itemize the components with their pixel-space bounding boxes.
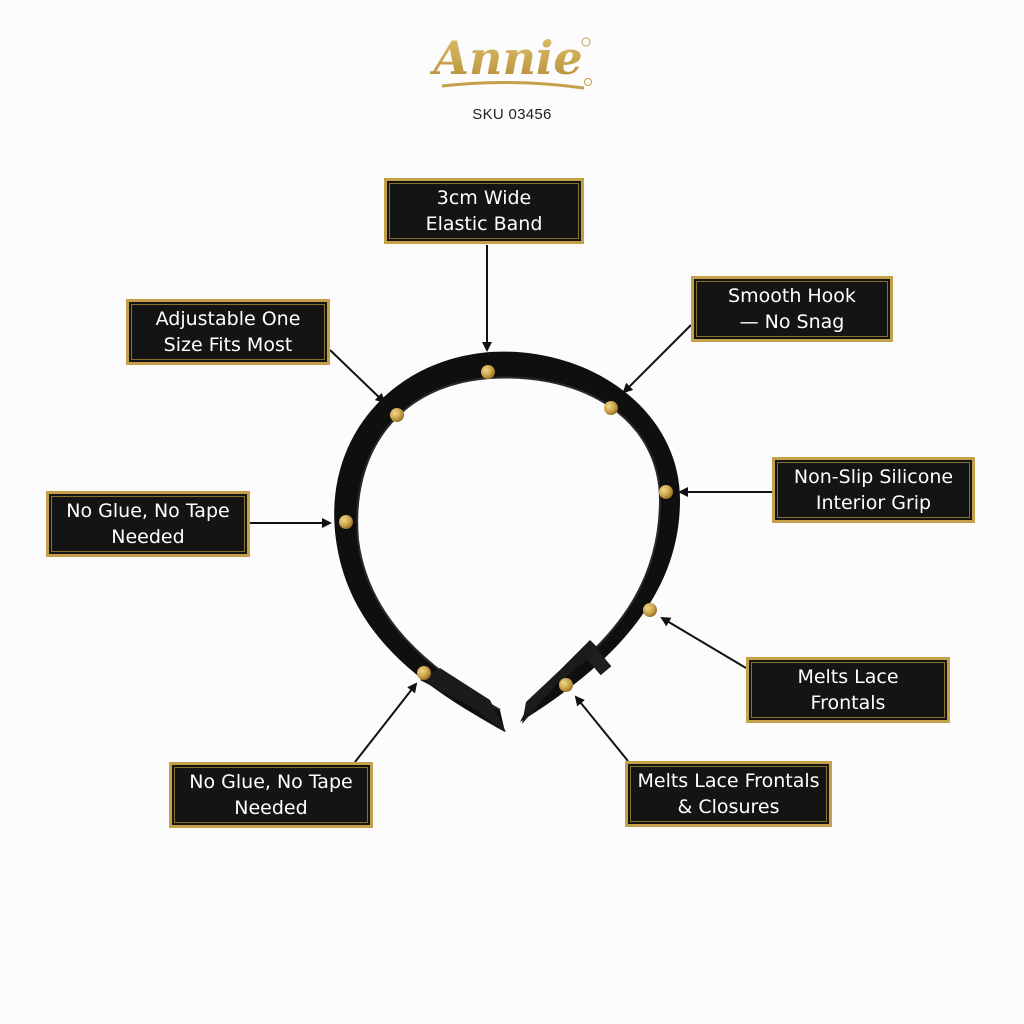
callout-melts-frontals-closures: Melts Lace Frontals & Closures	[625, 761, 832, 827]
callout-text: Non-Slip Silicone Interior Grip	[793, 466, 954, 514]
studs	[339, 365, 673, 692]
arrows	[250, 245, 772, 763]
arrow-icon	[354, 682, 418, 763]
gold-stud-icon	[339, 515, 353, 529]
callout-melts-lace-frontals: Melts Lace Frontals	[746, 657, 950, 723]
callout-smooth-hook: Smooth Hook — No Snag	[691, 276, 893, 342]
arrow-icon	[622, 324, 692, 394]
right-end-tab	[522, 640, 600, 724]
callout-text: No Glue, No Tape Needed	[189, 771, 353, 819]
gold-stud-icon	[604, 401, 618, 415]
headband-band	[334, 351, 680, 732]
gold-stud-icon	[559, 678, 573, 692]
gold-stud-icon	[659, 485, 673, 499]
callout-text: Melts Lace Frontals	[797, 666, 899, 714]
sku-label: SKU 03456	[472, 106, 552, 123]
callout-text: Melts Lace Frontals & Closures	[637, 770, 820, 818]
arrow-icon	[574, 695, 629, 762]
gold-stud-icon	[417, 666, 431, 680]
callout-no-glue-left: No Glue, No Tape Needed	[46, 491, 250, 557]
callout-silicone-grip: Non-Slip Silicone Interior Grip	[772, 457, 975, 523]
brand-header: Annie SKU 03456	[0, 22, 1024, 123]
callout-adjustable: Adjustable One Size Fits Most	[126, 299, 330, 365]
annie-logo: Annie	[429, 31, 592, 90]
callout-text: Smooth Hook — No Snag	[728, 285, 856, 333]
callout-elastic-band: 3cm Wide Elastic Band	[384, 178, 584, 244]
left-end-tab	[420, 668, 506, 732]
callout-text: No Glue, No Tape Needed	[66, 500, 230, 548]
callout-text: 3cm Wide Elastic Band	[425, 187, 543, 235]
arrow-icon	[329, 349, 386, 404]
gold-stud-icon	[390, 408, 404, 422]
gold-stud-icon	[643, 603, 657, 617]
annie-logo-text: Annie	[429, 31, 582, 85]
arrow-icon	[660, 616, 747, 669]
callout-no-glue-bottom: No Glue, No Tape Needed	[169, 762, 373, 828]
callout-text: Adjustable One Size Fits Most	[155, 308, 301, 356]
gold-stud-icon	[481, 365, 495, 379]
